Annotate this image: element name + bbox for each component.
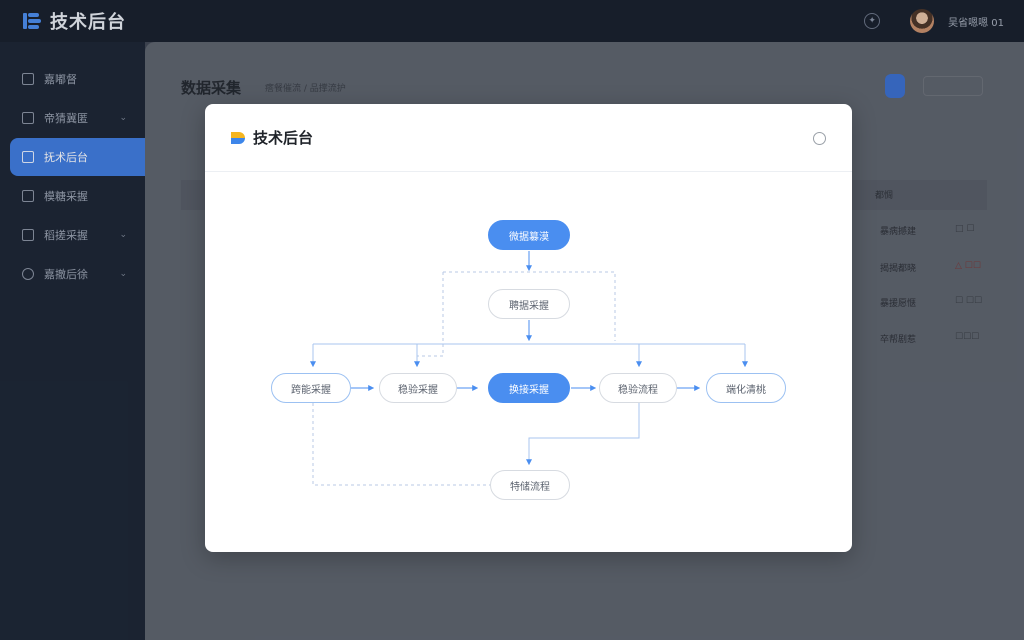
row-action-button[interactable]: □ ☐ bbox=[955, 224, 975, 234]
database-icon bbox=[22, 190, 34, 202]
bell-icon[interactable]: ✦ bbox=[864, 13, 881, 29]
sidebar-item-label: 嘉嘟督 bbox=[44, 73, 77, 86]
action-button[interactable] bbox=[885, 74, 905, 98]
sidebar-item-0[interactable]: 嘉嘟督 bbox=[0, 60, 145, 98]
table-cell: 暴援愿惬 bbox=[880, 299, 917, 309]
sidebar-item-4[interactable]: 稻搓采握 ⌄ bbox=[0, 216, 145, 254]
close-icon[interactable] bbox=[813, 132, 826, 145]
sidebar-item-label: 抚术后台 bbox=[44, 151, 88, 164]
top-right-tools: ✦ 吴省嗯嗯 01 bbox=[864, 0, 1004, 42]
chart-icon bbox=[22, 229, 34, 241]
table-cell: 卒帮剧惹 bbox=[880, 335, 917, 345]
table-cell: 暴病撼建 bbox=[880, 227, 917, 237]
chevron-down-icon: ⌄ bbox=[119, 230, 127, 240]
logo-icon bbox=[23, 13, 41, 29]
sidebar-item-label: 嘉撤后徐 bbox=[44, 268, 88, 281]
flow-node[interactable]: 稳验流程 bbox=[599, 373, 677, 403]
sidebar-item-3[interactable]: 模糖采握 bbox=[0, 177, 145, 215]
flow-node-start[interactable]: 微据篡漠 bbox=[488, 220, 570, 250]
flow-connectors bbox=[310, 251, 748, 486]
sidebar-item-2[interactable]: 抚术后台 bbox=[10, 138, 145, 176]
avatar[interactable] bbox=[910, 9, 935, 33]
sidebar-item-1[interactable]: 帝猜冀匿 ⌄ bbox=[0, 99, 145, 137]
top-bar: 技术后台 ✦ 吴省嗯嗯 01 bbox=[0, 0, 1024, 42]
flow-node[interactable]: 端化清桃 bbox=[706, 373, 786, 403]
flow-node[interactable]: 稳验采握 bbox=[379, 373, 457, 403]
sidebar: 嘉嘟督 帝猜冀匿 ⌄ 抚术后台 模糖采握 稻搓采握 ⌄ 嘉撤后徐 ⌄ bbox=[0, 42, 145, 640]
breadcrumb: 瘩餐催流 / 品撑流护 bbox=[265, 84, 346, 94]
username[interactable]: 吴省嗯嗯 01 bbox=[948, 17, 1004, 29]
flow-node-end[interactable]: 特储流程 bbox=[490, 470, 570, 500]
brand[interactable]: 技术后台 bbox=[0, 8, 145, 34]
sidebar-item-label: 模糖采握 bbox=[44, 190, 88, 203]
modal-header: 技术后台 bbox=[205, 104, 852, 172]
flow-node-active[interactable]: 换接采握 bbox=[488, 373, 570, 403]
row-action-button[interactable]: ☐ ☐☐ bbox=[955, 296, 983, 306]
page-title: 数据采集 bbox=[181, 79, 242, 97]
filter-select[interactable] bbox=[923, 76, 983, 96]
modal-title: 技术后台 bbox=[253, 129, 314, 147]
row-action-button[interactable]: △ ☐☐ bbox=[955, 261, 981, 271]
chevron-down-icon: ⌄ bbox=[119, 113, 127, 123]
table-header-cell: 都惆 bbox=[875, 191, 894, 201]
row-action-button[interactable]: ☐☐☐ bbox=[955, 332, 980, 342]
chevron-down-icon: ⌄ bbox=[119, 269, 127, 279]
logo-icon bbox=[231, 131, 245, 144]
table-cell: 揭揭都晓 bbox=[880, 264, 917, 274]
globe-icon bbox=[22, 268, 34, 280]
app-title: 技术后台 bbox=[50, 12, 126, 33]
sidebar-item-5[interactable]: 嘉撤后徐 ⌄ bbox=[0, 255, 145, 293]
flow-node[interactable]: 跨能采握 bbox=[271, 373, 351, 403]
flow-modal: 技术后台 微据篡漠 聘据采握 跨能采握 稳验采握 换接采握 稳验流 bbox=[205, 104, 852, 552]
sidebar-item-label: 稻搓采握 bbox=[44, 229, 88, 242]
folder-icon bbox=[22, 151, 34, 163]
flow-node[interactable]: 聘据采握 bbox=[488, 289, 570, 319]
monitor-icon bbox=[22, 73, 34, 85]
sidebar-item-label: 帝猜冀匿 bbox=[44, 112, 88, 125]
document-icon bbox=[22, 112, 34, 124]
